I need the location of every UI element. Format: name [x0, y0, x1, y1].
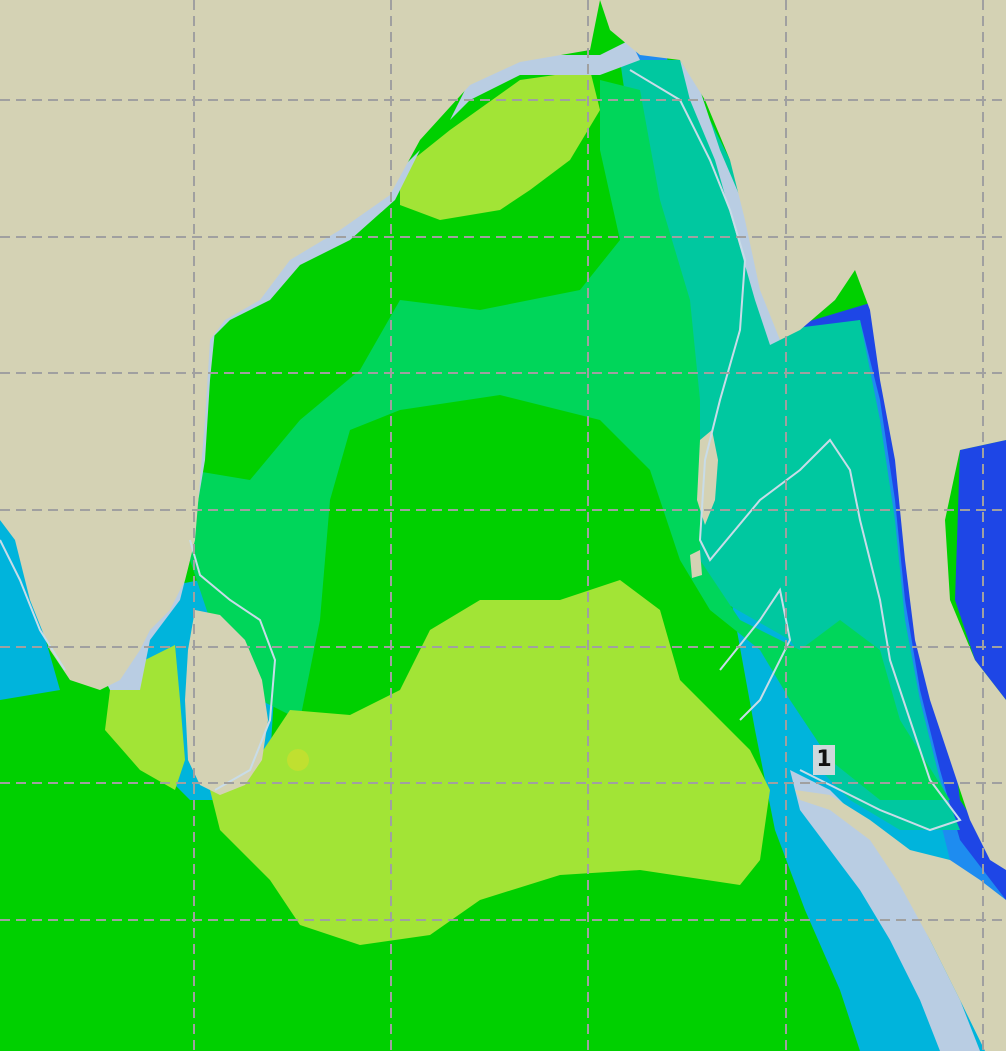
isoline-west-coast: [0, 539, 66, 671]
deep-blue-zone-northeast: [955, 440, 1006, 700]
land-india: [0, 0, 600, 690]
yellow-green-zone-south: [210, 580, 770, 945]
land-bangladesh-myanmar: [600, 0, 1006, 870]
cyan-zone-west-coast: [0, 520, 60, 700]
medium-green-zone: [250, 80, 950, 800]
shelf-margin-north: [200, 40, 640, 340]
isoline-east: [629, 69, 962, 832]
contour-label: 1: [813, 745, 835, 775]
teal-zone: [620, 60, 960, 830]
shelf-margin-east-coast: [680, 60, 780, 345]
land-south-peninsula: [795, 790, 1006, 1051]
land-island-small: [690, 550, 702, 578]
yellow-spot: [287, 749, 309, 771]
isoline-west: [189, 539, 277, 791]
land-srilanka: [185, 610, 268, 795]
shelf-margin-southeast: [790, 770, 980, 1051]
medium-green-zone-west: [190, 470, 270, 700]
yellow-green-zone-north: [400, 70, 600, 220]
